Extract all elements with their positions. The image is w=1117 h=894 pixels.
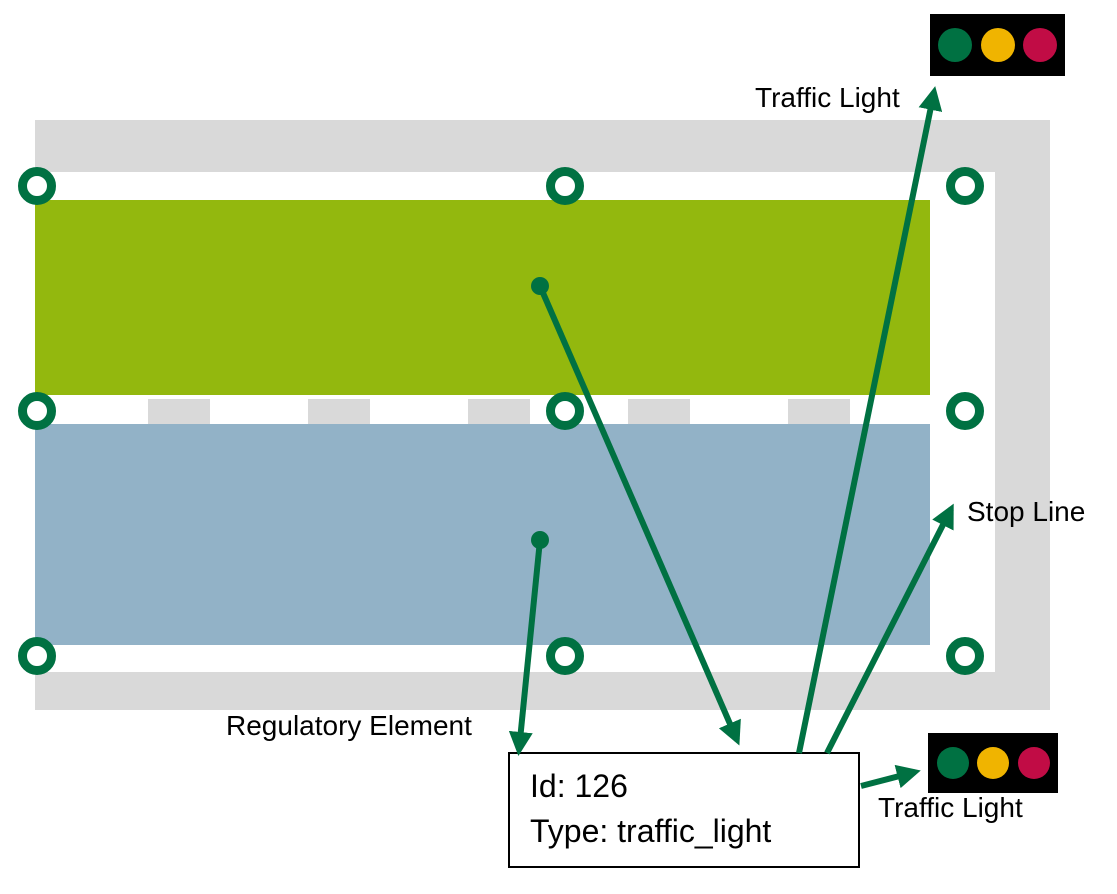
lane-green-centerpoint — [531, 277, 549, 295]
regulatory-element-label: Regulatory Element — [226, 710, 472, 741]
boundary-point-mid-right — [946, 392, 984, 430]
boundary-point-top-middle — [546, 167, 584, 205]
boundary-point-top-left — [18, 167, 56, 205]
boundary-point-bottom-middle — [546, 637, 584, 675]
traffic-light-red-bulb — [1017, 747, 1050, 779]
traffic-light-icon-bottom — [928, 733, 1058, 793]
info-box-type-line: Type: traffic_light — [530, 813, 772, 849]
boundary-point-mid-left — [18, 392, 56, 430]
traffic-light-label-top: Traffic Light — [755, 82, 900, 113]
traffic-light-label-bottom: Traffic Light — [878, 792, 1023, 823]
dashed-center-line — [148, 399, 930, 424]
lane-blue — [35, 424, 930, 645]
boundary-point-bottom-right — [946, 637, 984, 675]
lane-blue-centerpoint — [531, 531, 549, 549]
traffic-light-icon-top — [930, 14, 1065, 76]
traffic-light-green-bulb — [936, 747, 969, 779]
traffic-light-red-bulb — [1022, 28, 1057, 62]
lane-green — [35, 200, 930, 395]
traffic-light-yellow-bulb — [977, 747, 1009, 779]
boundary-point-top-right — [946, 167, 984, 205]
boundary-point-bottom-left — [18, 637, 56, 675]
info-box-id-line: Id: 126 — [530, 768, 628, 804]
stop-line-label: Stop Line — [967, 496, 1086, 527]
boundary-point-mid-middle — [546, 392, 584, 430]
traffic-light-green-bulb — [938, 28, 973, 62]
regulatory-element-info-box: Id: 126 Type: traffic_light — [508, 752, 860, 868]
arrow-info-box-to-traffic-light-bottom — [860, 764, 921, 789]
traffic-light-yellow-bulb — [980, 28, 1015, 62]
